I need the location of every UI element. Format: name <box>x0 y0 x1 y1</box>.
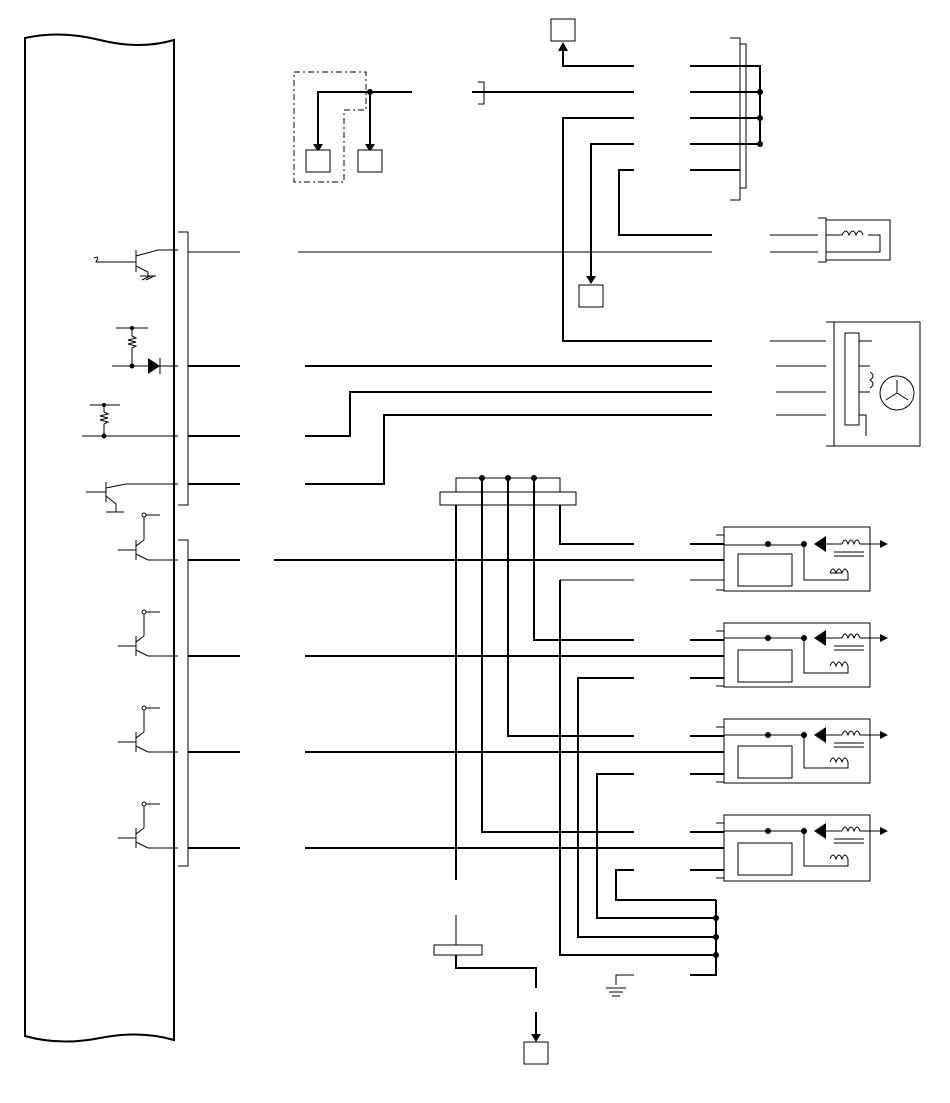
transistor-driver-ign-2 <box>118 609 178 657</box>
output-box <box>523 1041 549 1065</box>
inline-connector <box>472 81 634 105</box>
junction-connector <box>439 475 634 880</box>
bottom-connector <box>433 915 549 1065</box>
diode-icon <box>814 536 826 552</box>
motor-icon <box>879 375 915 411</box>
sensor-box-2 <box>357 149 383 173</box>
coil-return-wires <box>559 579 719 976</box>
diode-input-1 <box>112 326 178 374</box>
diode-icon <box>814 823 826 839</box>
transistor-driver-1 <box>93 249 178 281</box>
diode-icon <box>148 358 160 374</box>
top-box <box>550 18 634 67</box>
sensor-box-1 <box>305 149 331 173</box>
harness-connector-top-right <box>690 37 763 201</box>
relay-coil-unit <box>770 217 891 263</box>
ecm-connector-upper <box>178 231 189 506</box>
transistor-driver-ign-1 <box>118 512 178 561</box>
ground-icon <box>606 974 634 997</box>
ecm-module-block <box>24 33 175 1043</box>
ecm-connector-lower <box>178 539 189 867</box>
ignition-coil-unit-3 <box>690 718 888 784</box>
ignition-coil-unit-4 <box>690 814 888 882</box>
coil-icon <box>841 230 864 237</box>
sensor-enclosure <box>293 71 412 183</box>
harness-branches <box>562 117 712 342</box>
sensor-box-3 <box>578 284 604 308</box>
ignition-coil-unit-2 <box>690 622 888 688</box>
ignition-coil-unit-1 <box>690 526 888 592</box>
diode-icon <box>814 727 826 743</box>
resistor-input-2 <box>82 403 178 439</box>
diode-icon <box>814 630 826 646</box>
transistor-driver-ign-3 <box>118 705 178 753</box>
stepper-motor-unit <box>770 321 921 447</box>
transistor-driver-ign-4 <box>118 801 178 849</box>
transistor-driver-2 <box>86 482 178 513</box>
